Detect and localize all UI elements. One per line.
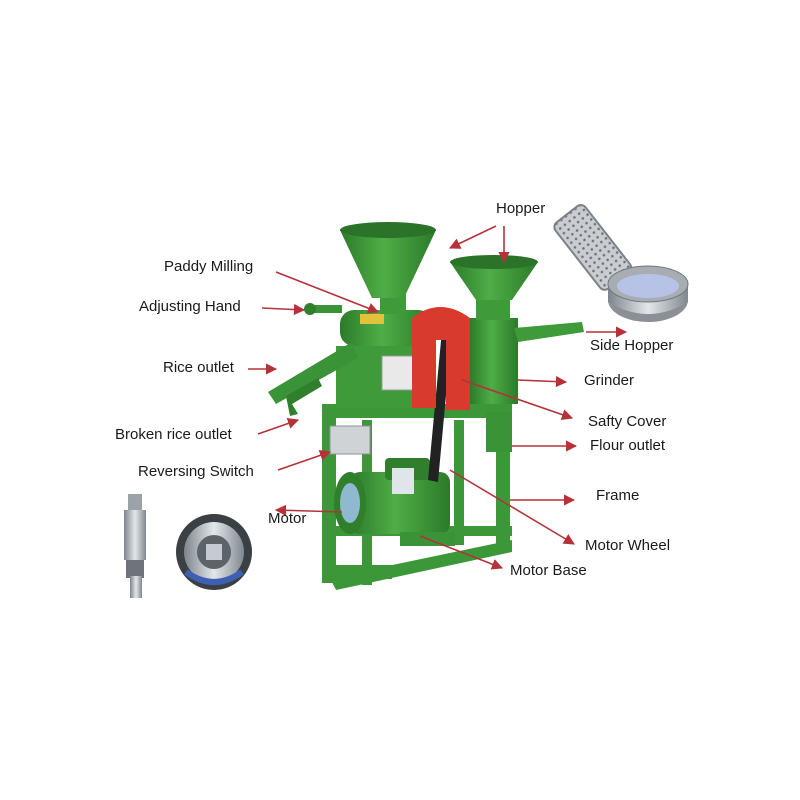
label-rice-outlet: Rice outlet (163, 359, 234, 376)
arrow-hopper-left (448, 225, 497, 249)
label-hopper: Hopper (496, 200, 546, 217)
label-motor-wheel: Motor Wheel (585, 537, 671, 554)
label-flour-outlet: Flour outlet (590, 437, 666, 454)
label-adjusting-hand: Adjusting Hand (139, 298, 241, 315)
grinder-disc-part (176, 514, 252, 590)
label-broken-rice-outlet: Broken rice outlet (115, 426, 232, 443)
grinder-unit (450, 255, 584, 452)
arrow-safty-cover (461, 379, 574, 421)
label-frame: Frame (596, 487, 640, 504)
arrow-paddy-milling (275, 271, 380, 314)
label-motor-base: Motor Base (510, 562, 587, 579)
motor-body (334, 458, 455, 546)
label-side-hopper: Side Hopper (590, 337, 674, 354)
label-paddy-milling: Paddy Milling (164, 258, 254, 275)
rice-mill-machine (268, 222, 584, 590)
label-grinder: Grinder (584, 372, 635, 389)
sieve-ring-part (607, 265, 689, 322)
callout-arrows (248, 225, 628, 570)
label-safty-cover: Safty Cover (588, 413, 667, 430)
arrow-motor-base (419, 535, 504, 570)
label-reversing-switch: Reversing Switch (138, 463, 254, 480)
arrow-broken-rice-outlet (257, 418, 300, 435)
arrow-motor-wheel (449, 469, 575, 545)
rice-outlet-chute (268, 342, 358, 404)
arrow-reversing-switch (277, 450, 332, 471)
roller-shaft-part (124, 494, 146, 598)
label-motor: Motor (268, 510, 307, 527)
safety-cover-red (412, 307, 470, 410)
arrow-motor (274, 504, 343, 516)
arrow-adjusting-hand (261, 303, 306, 316)
reversing-switch-box (329, 425, 371, 455)
arrow-grinder (517, 375, 568, 388)
